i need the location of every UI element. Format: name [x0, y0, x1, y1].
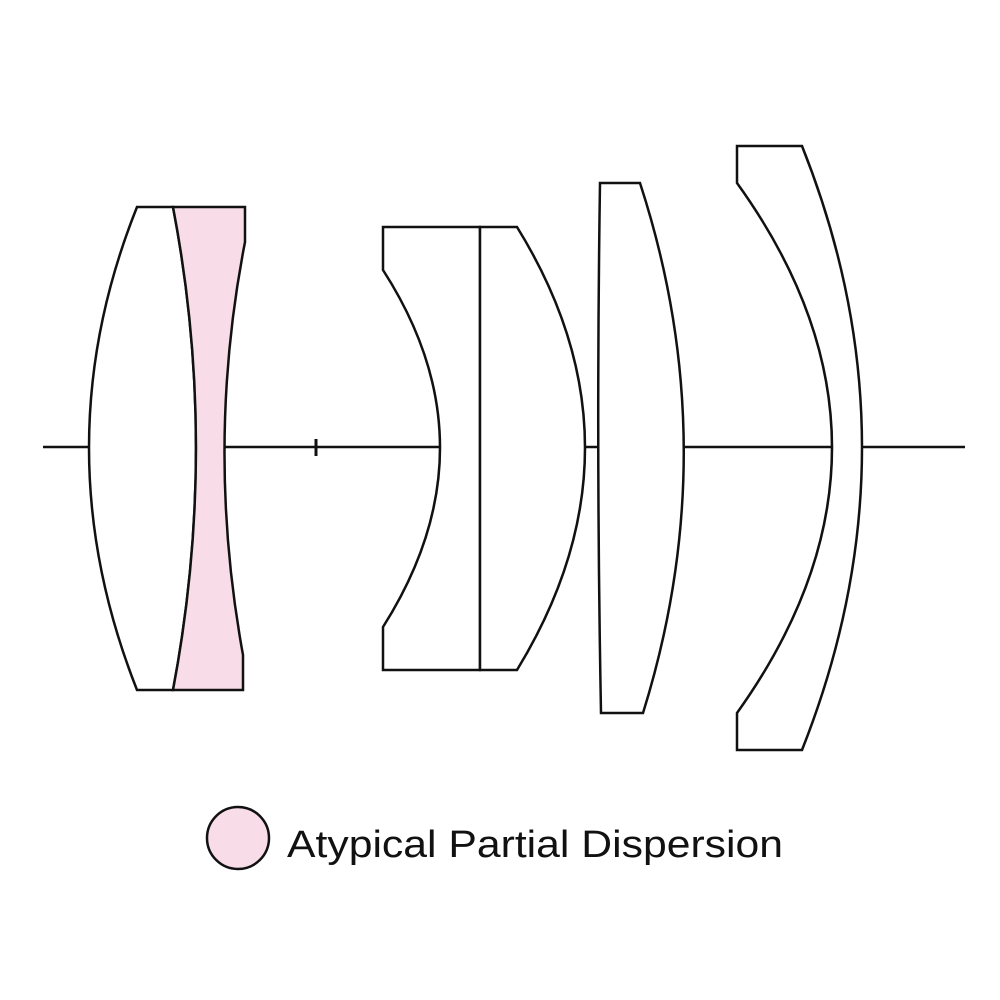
lens-element-3 [381, 225, 482, 672]
lens-element-1 [87, 205, 198, 692]
legend-swatch-apd [205, 805, 271, 871]
legend: Atypical Partial Dispersion [205, 805, 783, 871]
lens-element-5 [596, 181, 685, 715]
lens-element-6 [735, 144, 864, 752]
lens-element-2-apd [171, 205, 247, 692]
lens-element-4 [478, 225, 587, 672]
legend-label: Atypical Partial Dispersion [287, 824, 783, 866]
